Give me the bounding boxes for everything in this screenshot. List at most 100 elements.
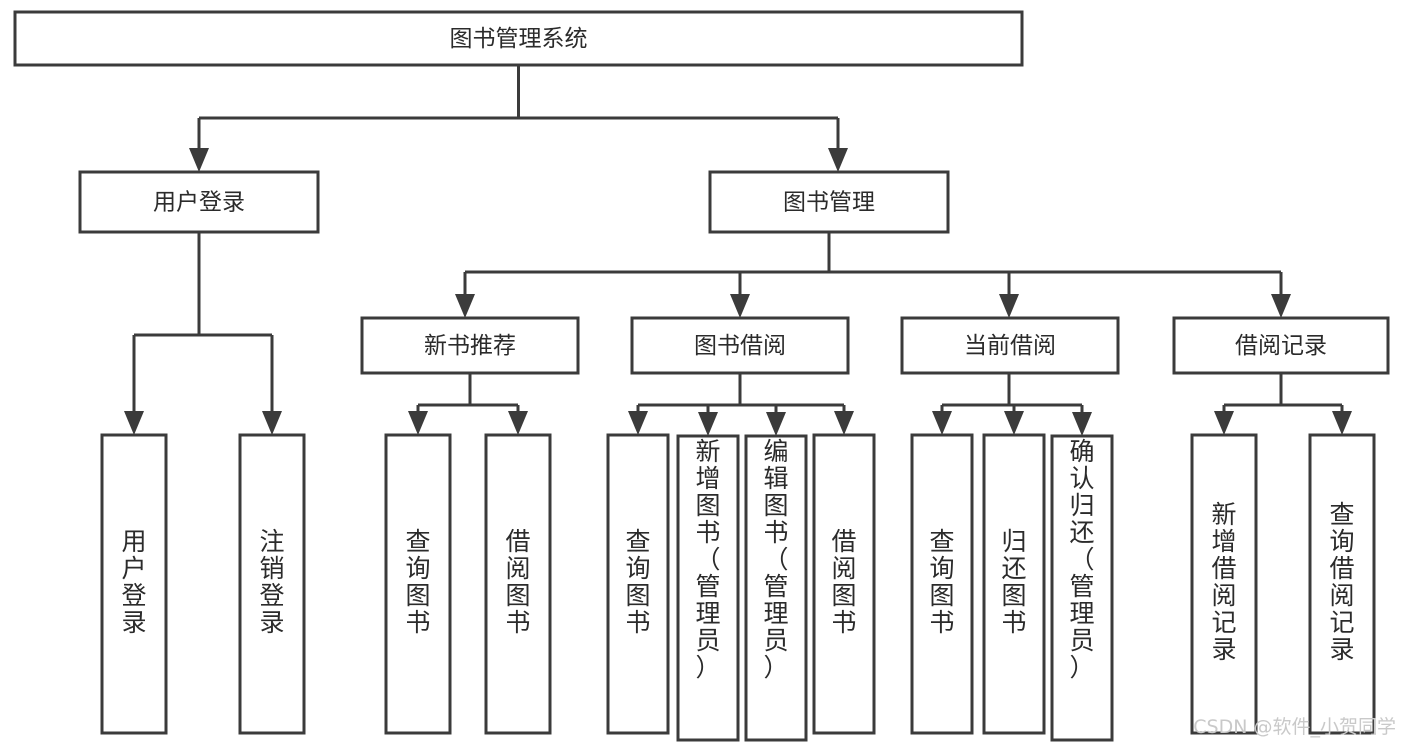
node-新增借阅记录-char-2: 借 — [1211, 554, 1236, 583]
node-用户登录-char-0: 用 — [121, 527, 146, 556]
node-查询图书-box[interactable] — [606, 433, 670, 735]
node-借阅记录-label: 借阅记录 — [1235, 333, 1327, 359]
node-查询图书-char-3: 书 — [405, 608, 430, 637]
node-借阅图书-char-2: 图 — [831, 581, 856, 610]
node-查询借阅记录-char-0: 查 — [1329, 500, 1354, 529]
node-编辑图书管理员-char-4: （ — [763, 545, 788, 574]
node-新增借阅记录-box[interactable] — [1190, 433, 1258, 735]
node-用户登录-char-1: 户 — [121, 554, 146, 583]
node-借阅图书-char-0: 借 — [831, 527, 856, 556]
node-新书推荐-box[interactable] — [360, 316, 580, 375]
node-编辑图书管理员-char-1: 辑 — [763, 464, 788, 493]
node-当前借阅[interactable]: 当前借阅 — [900, 316, 1120, 375]
node-新书推荐[interactable]: 新书推荐 — [360, 316, 580, 375]
node-编辑图书管理员-char-0: 编 — [763, 437, 788, 466]
node-查询借阅记录-char-5: 录 — [1329, 635, 1354, 664]
node-新增借阅记录-char-0: 新 — [1211, 500, 1236, 529]
node-图书借阅[interactable]: 图书借阅 — [630, 316, 850, 375]
node-注销登录-box[interactable] — [238, 433, 306, 735]
node-查询图书-box[interactable] — [384, 433, 452, 735]
node-新书推荐-label: 新书推荐 — [424, 333, 516, 359]
node-确认归还管理员-char-2: 归 — [1069, 491, 1094, 520]
node-新增借阅记录-char-3: 阅 — [1211, 581, 1236, 610]
node-编辑图书管理员-box[interactable] — [744, 434, 808, 742]
node-查询借阅记录-char-3: 阅 — [1329, 581, 1354, 610]
node-当前借阅-box[interactable] — [900, 316, 1120, 375]
node-当前借阅-label: 当前借阅 — [964, 333, 1056, 359]
arrowhead-leaf-return-book — [1004, 411, 1024, 435]
node-图书管理系统-label: 图书管理系统 — [450, 26, 588, 52]
node-查询图书-char-0: 查 — [929, 527, 954, 556]
node-借阅记录[interactable]: 借阅记录 — [1172, 316, 1390, 375]
arrowhead-leaf-confirm-return — [1072, 412, 1092, 436]
node-图书管理-label: 图书管理 — [783, 190, 875, 216]
node-注销登录-char-3: 录 — [259, 608, 284, 637]
node-查询图书-box[interactable] — [910, 433, 974, 735]
node-借阅图书-box[interactable] — [812, 433, 876, 735]
node-用户登录-char-3: 录 — [121, 608, 146, 637]
node-注销登录-char-2: 登 — [259, 581, 284, 610]
node-新增图书管理员-char-3: 书 — [695, 518, 720, 547]
node-确认归还管理员-char-4: （ — [1069, 545, 1094, 574]
node-用户登录-box[interactable] — [100, 433, 168, 735]
node-图书管理系统[interactable]: 图书管理系统 — [13, 10, 1024, 67]
node-查询借阅记录-char-2: 借 — [1329, 554, 1354, 583]
node-借阅图书-box[interactable] — [484, 433, 552, 735]
arrowhead-borrow-record — [1271, 294, 1291, 318]
node-编辑图书管理员-char-8: ） — [763, 653, 788, 682]
node-图书借阅-box[interactable] — [630, 316, 850, 375]
node-注销登录-char-1: 销 — [259, 554, 284, 583]
node-图书管理-box[interactable] — [708, 170, 950, 234]
node-新增借阅记录-char-5: 录 — [1211, 635, 1236, 664]
node-借阅记录-box[interactable] — [1172, 316, 1390, 375]
node-新增借阅记录-char-4: 记 — [1211, 608, 1236, 637]
node-归还图书-box[interactable] — [982, 433, 1046, 735]
arrowhead-leaf-borrow-book-2 — [834, 411, 854, 435]
node-新增图书管理员-box[interactable] — [676, 434, 740, 742]
connector-layer — [124, 65, 1352, 436]
arrowhead-leaf-add-record — [1214, 411, 1234, 435]
node-新增图书管理员-char-1: 增 — [695, 464, 720, 493]
node-确认归还管理员-char-8: ） — [1069, 653, 1094, 682]
arrowhead-book-mgmt — [828, 148, 848, 172]
arrowhead-leaf-query-record — [1332, 411, 1352, 435]
node-查询图书-char-0: 查 — [405, 527, 430, 556]
node-用户登录-char-2: 登 — [121, 581, 146, 610]
node-新增图书管理员-char-4: （ — [695, 545, 720, 574]
node-借阅图书-char-3: 书 — [831, 608, 856, 637]
node-图书管理[interactable]: 图书管理 — [708, 170, 950, 234]
node-查询图书-char-1: 询 — [625, 554, 650, 583]
node-确认归还管理员-char-6: 理 — [1069, 599, 1094, 628]
arrowhead-book-borrow — [730, 294, 750, 318]
arrowhead-leaf-logout — [262, 411, 282, 435]
node-借阅图书-char-1: 阅 — [505, 554, 530, 583]
node-确认归还管理员-box[interactable] — [1050, 434, 1114, 742]
node-确认归还管理员-char-3: 还 — [1069, 518, 1094, 547]
node-用户登录[interactable]: 用户登录 — [78, 170, 320, 234]
node-确认归还管理员-char-5: 管 — [1069, 572, 1094, 601]
csdn-watermark: CSDN @软件_小贺同学 — [1193, 716, 1396, 738]
node-图书管理系统-box[interactable] — [13, 10, 1024, 67]
arrowhead-leaf-query-book-3 — [932, 411, 952, 435]
node-借阅图书-char-1: 阅 — [831, 554, 856, 583]
node-查询图书-char-0: 查 — [625, 527, 650, 556]
node-用户登录[interactable]: 用户登录 — [100, 433, 168, 735]
arrowhead-leaf-add-book — [698, 412, 718, 436]
node-编辑图书管理员-char-7: 员 — [763, 626, 788, 655]
node-用户登录-box[interactable] — [78, 170, 320, 234]
node-新增图书管理员-char-0: 新 — [695, 437, 720, 466]
node-查询借阅记录-box[interactable] — [1308, 433, 1376, 735]
